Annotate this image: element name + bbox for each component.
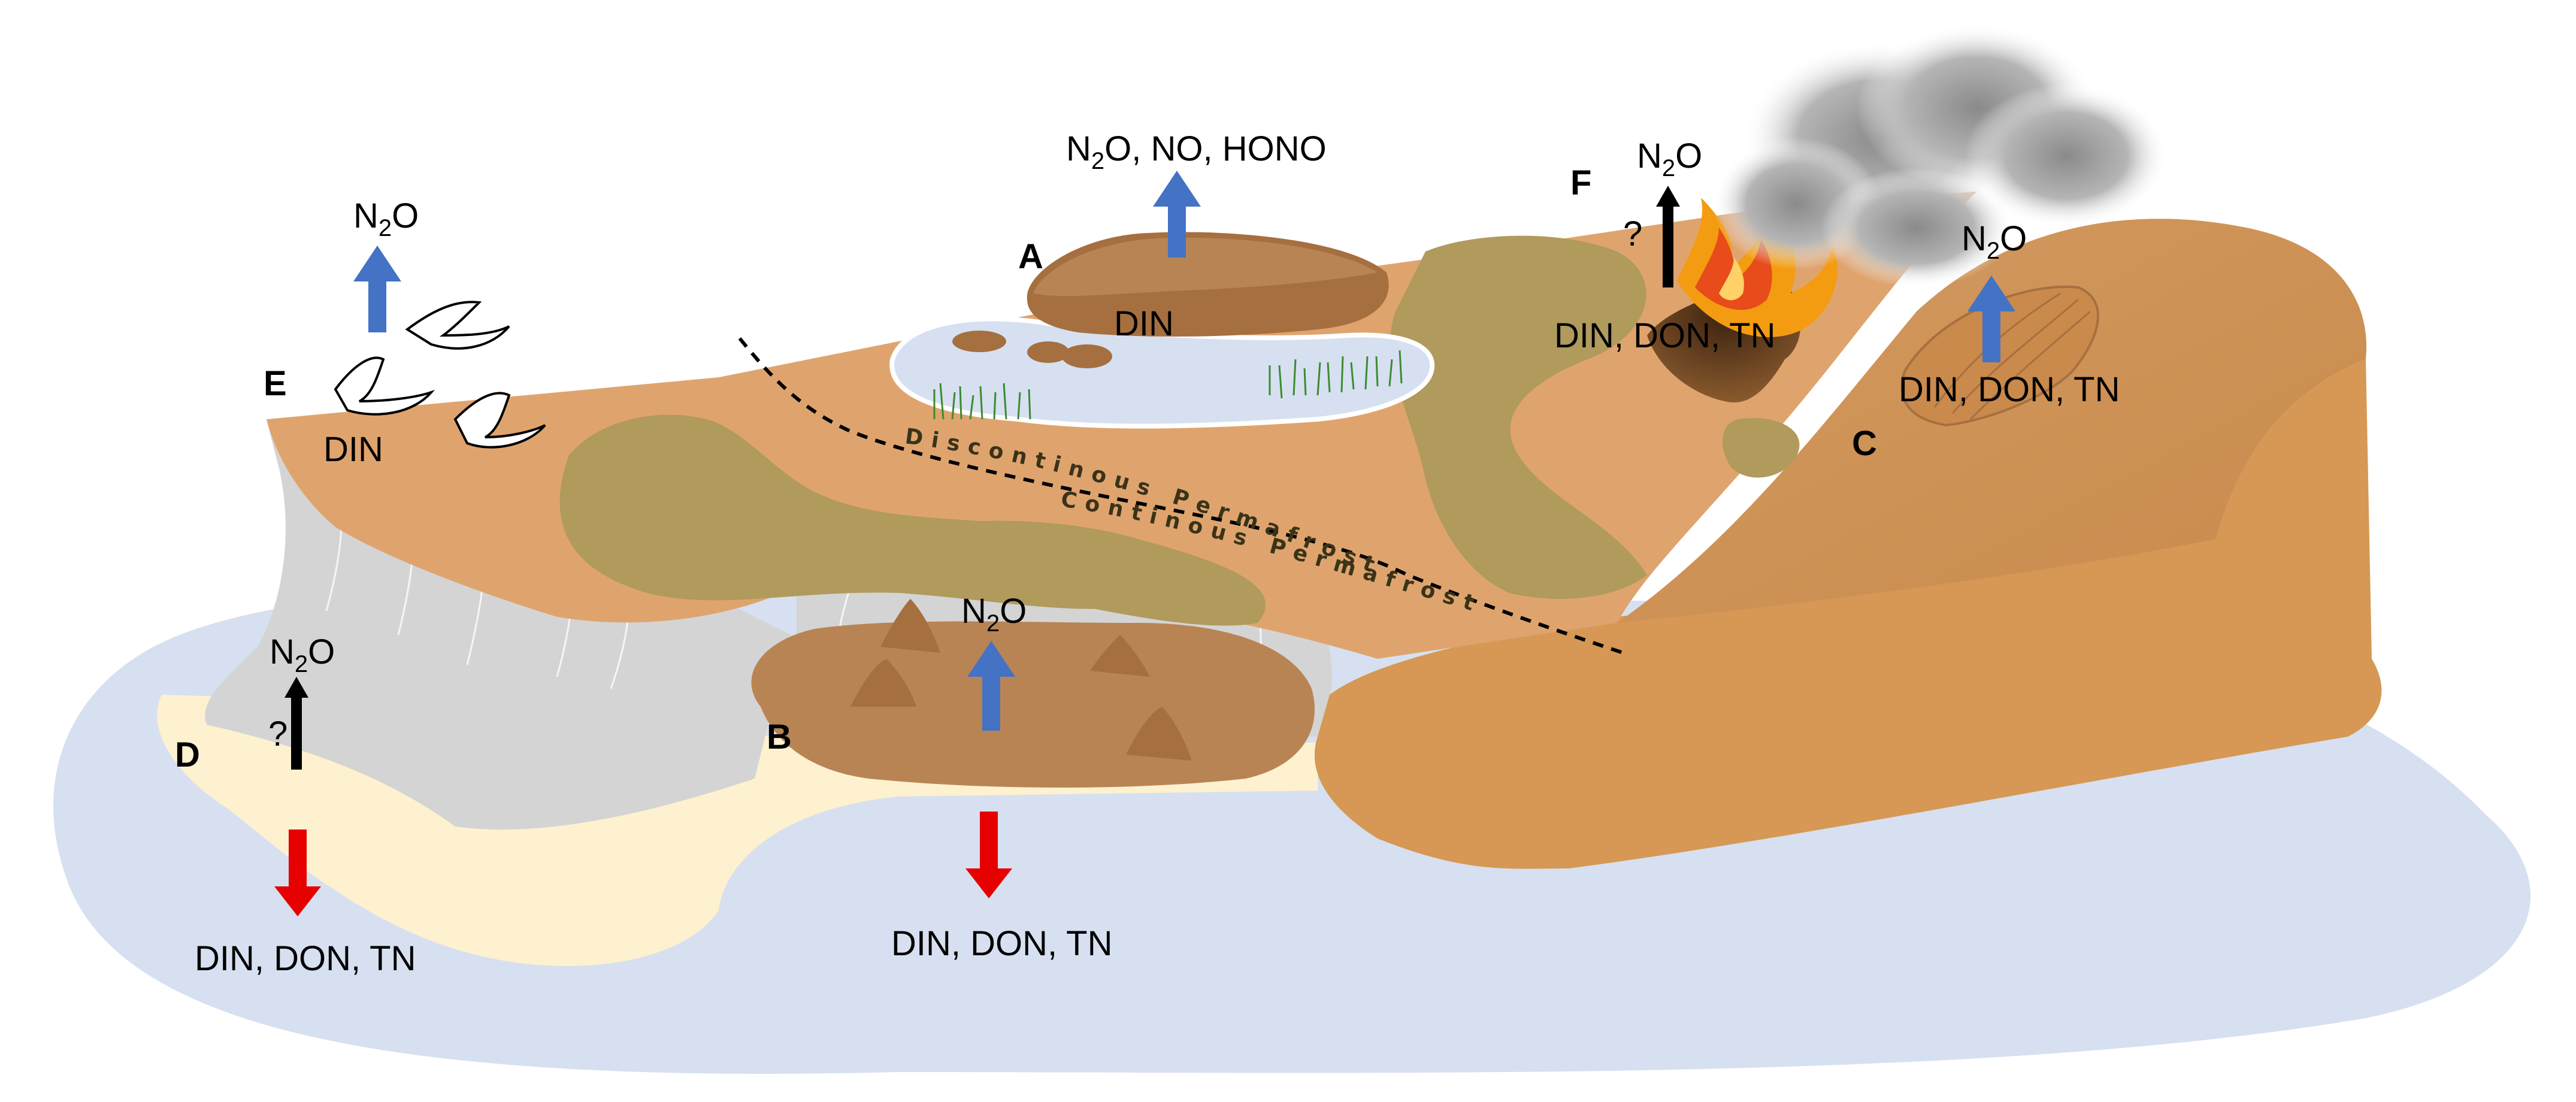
vegetation-patches: [559, 235, 1800, 626]
uncertain-arrow-d: [284, 677, 308, 770]
site-e-pool-label: DIN: [323, 430, 383, 469]
site-c-n2o-label: N2O: [1961, 219, 2027, 264]
site-d-letter: D: [175, 735, 200, 774]
emission-arrow-b: [967, 641, 1015, 731]
site-f-letter: F: [1570, 164, 1591, 202]
site-e-n2o-label: N2O: [353, 196, 419, 241]
site-d-export-label: DIN, DON, TN: [195, 939, 416, 978]
site-d-n2o-label: N2O: [270, 632, 335, 677]
site-f-n2o-label: N2O: [1637, 137, 1702, 181]
reeds: [933, 350, 1403, 420]
site-b-export-label: DIN, DON, TN: [891, 924, 1113, 963]
fire: [1677, 198, 1838, 338]
export-arrow-d: [274, 829, 321, 916]
emission-arrow-e: [353, 246, 401, 332]
lake-islands: [952, 331, 1112, 368]
export-arrow-b: [965, 812, 1012, 898]
smoke-cloud: [1713, 24, 2168, 287]
mound-a-top: [1033, 237, 1378, 296]
site-c-letter: C: [1852, 424, 1877, 463]
permafrost-boundary: [738, 337, 1624, 655]
seabirds: [334, 301, 546, 449]
site-c-pool-label: DIN, DON, TN: [1899, 370, 2120, 409]
island-b-mounds: [850, 599, 1192, 761]
emission-arrow-c: [1967, 276, 2015, 362]
uncertain-arrow-f: [1656, 186, 1680, 287]
site-f-pool-label: DIN, DON, TN: [1554, 316, 1776, 355]
site-f-unknown-mark: ?: [1623, 214, 1642, 253]
island-b: [751, 621, 1315, 788]
emission-arrow-a: [1153, 171, 1201, 258]
site-a-letter: A: [1018, 237, 1043, 276]
hill-front: [1314, 359, 2382, 869]
site-a-pool-label: DIN: [1114, 304, 1174, 343]
site-d-unknown-mark: ?: [268, 715, 287, 753]
hill-top: [1617, 219, 2367, 623]
site-b-letter: B: [767, 717, 792, 756]
site-b-n2o-label: N2O: [961, 592, 1027, 637]
site-a-flux-label: N2O, NO, HONO: [1066, 129, 1327, 174]
site-e-letter: E: [264, 364, 287, 403]
